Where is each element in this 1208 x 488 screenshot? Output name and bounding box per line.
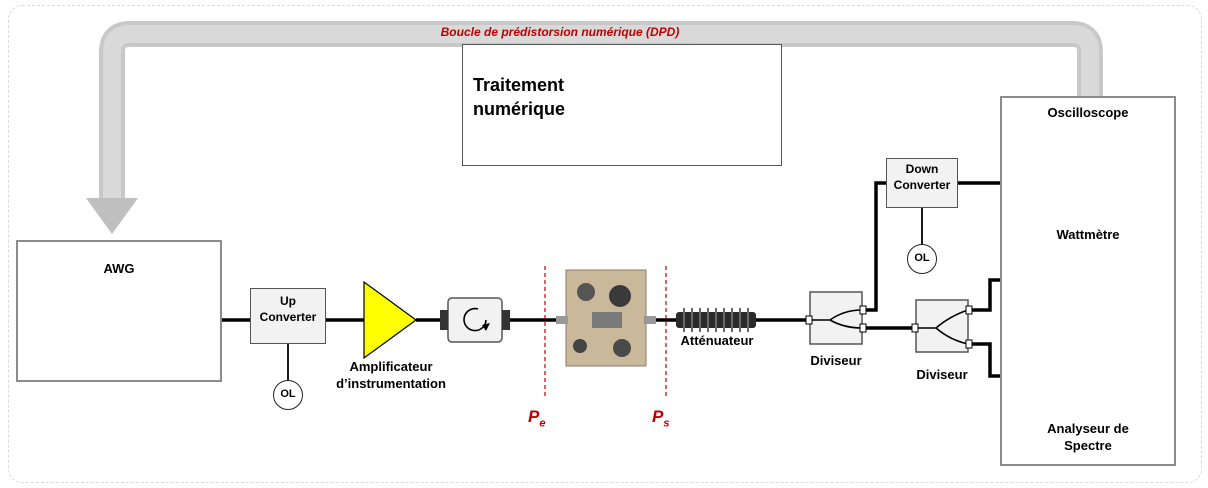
dpd-loop-label: Boucle de prédistorsion numérique (DPD)	[440, 25, 680, 39]
down-converter: Down Converter	[886, 158, 958, 208]
input-power-main: P	[528, 407, 540, 426]
dut-board	[556, 269, 656, 367]
wattmeter-label: Wattmètre	[1056, 227, 1120, 242]
up-converter-line2: Converter	[259, 310, 317, 324]
spectrum-analyzer-label-line2: Spectre	[1064, 438, 1112, 453]
awg-block	[16, 240, 222, 382]
processing-title: Traitement numérique	[473, 73, 565, 121]
circulator-icon	[440, 297, 510, 343]
down-converter-line2: Converter	[893, 178, 951, 192]
spectrum-analyzer-label-line1: Analyseur de	[1047, 421, 1129, 436]
diagram-frame	[8, 5, 1202, 483]
processing-title-line1: Traitement	[473, 75, 565, 95]
output-power-label: Ps	[652, 408, 669, 432]
signal-wires	[218, 181, 1034, 378]
input-power-sub: e	[539, 417, 546, 430]
amplifier-label-line2: d’instrumentation	[336, 376, 446, 391]
awg-label: AWG	[103, 261, 135, 276]
oscilloscope-label: Oscilloscope	[1047, 105, 1129, 120]
lo-down: OL	[907, 244, 937, 274]
amplifier-symbol	[363, 280, 418, 360]
splitter-1-label: Diviseur	[810, 353, 862, 368]
output-power-main: P	[652, 407, 664, 426]
splitter-2-label: Diviseur	[916, 367, 968, 382]
splitter-2-icon	[911, 299, 973, 353]
dut-reference-planes	[544, 266, 667, 398]
attenuator-label: Atténuateur	[680, 333, 754, 348]
output-power-sub: s	[663, 417, 670, 430]
up-converter: Up Converter	[250, 288, 326, 344]
lo-up: OL	[273, 380, 303, 410]
amplifier-label: Amplificateur d’instrumentation	[326, 358, 456, 392]
processing-title-line2: numérique	[473, 99, 566, 119]
splitter-1-icon	[805, 291, 867, 345]
input-power-label: Pe	[528, 408, 545, 432]
amplifier-label-line1: Amplificateur	[349, 359, 433, 374]
attenuator-icon	[676, 308, 756, 332]
down-converter-line1: Down	[905, 162, 939, 176]
dpd-loop-arrow	[86, 21, 1103, 234]
processing-box: Traitement numérique	[462, 44, 782, 166]
spectrum-analyzer-label: Analyseur de Spectre	[1000, 420, 1176, 454]
instruments-panel	[1000, 96, 1176, 466]
up-converter-line1: Up	[280, 294, 296, 308]
lo-wires	[287, 208, 923, 380]
